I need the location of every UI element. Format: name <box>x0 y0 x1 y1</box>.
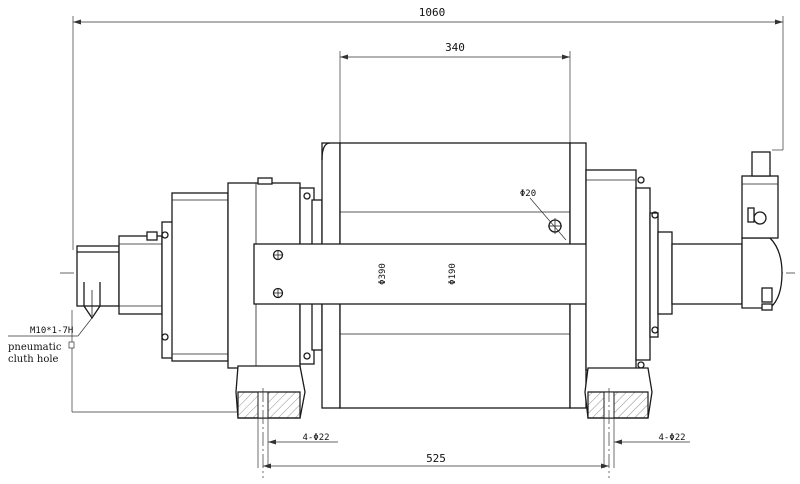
main-shaft <box>253 243 635 305</box>
label-bolt-spacing: 525 <box>426 452 446 465</box>
dim-drum-width <box>339 51 571 143</box>
dim-overall-length <box>72 16 784 250</box>
hole-phi20 <box>529 197 567 241</box>
right-shaft-motor <box>657 151 783 315</box>
label-note-line1: pneumatic <box>8 342 62 353</box>
left-mount-foot <box>235 365 306 478</box>
leader-right-mount-holes <box>614 439 690 445</box>
label-left-mount-holes: 4-Φ22 <box>302 433 329 443</box>
leader-thread <box>8 310 238 413</box>
label-drum-flange-dia: Φ390 <box>378 263 388 285</box>
label-overall-length: 1060 <box>419 6 446 19</box>
right-end-frame <box>585 169 659 371</box>
left-shaft <box>76 235 163 320</box>
label-right-mount-holes: 4-Φ22 <box>658 433 685 443</box>
label-hole-phi20: Φ20 <box>520 189 536 199</box>
right-mount-foot <box>584 367 653 478</box>
label-note-line2: cluth hole <box>8 354 59 365</box>
dim-bolt-spacing <box>263 463 609 469</box>
label-thread-spec: M10*1-7H <box>30 326 73 336</box>
leader-left-mount-holes <box>268 439 338 445</box>
label-drum-core-dia: Φ190 <box>448 263 458 285</box>
label-drum-width: 340 <box>445 41 465 54</box>
